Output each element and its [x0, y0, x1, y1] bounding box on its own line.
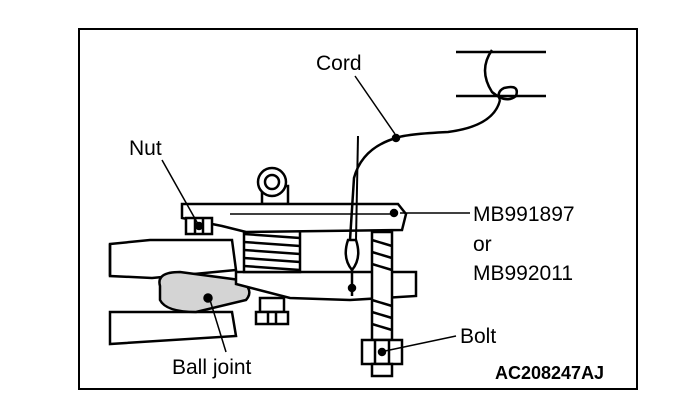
figure-id: AC208247AJ	[495, 363, 604, 383]
label-tool-alt: MB992011	[473, 262, 573, 285]
leader-cord	[354, 75, 396, 135]
label-nut: Nut	[129, 137, 162, 160]
label-tool-primary: MB991897	[473, 203, 575, 226]
label-bolt: Bolt	[460, 325, 496, 348]
tool-handle	[256, 166, 290, 206]
leader-bolt	[384, 335, 457, 352]
figure-frame	[78, 28, 638, 390]
tool-upper-bar	[180, 202, 408, 234]
label-cord: Cord	[316, 52, 362, 75]
lower-arm	[108, 310, 238, 346]
cord	[344, 49, 518, 296]
upper-arm	[108, 238, 238, 280]
nut	[184, 216, 214, 236]
leader-nut	[161, 159, 199, 225]
label-tool-or: or	[473, 233, 492, 256]
lower-stud	[254, 296, 290, 326]
upper-pipe	[456, 50, 546, 98]
ball-joint	[158, 270, 251, 314]
label-ball-joint: Ball joint	[172, 356, 252, 379]
tool-spring	[242, 224, 302, 274]
leader-lines	[161, 75, 470, 353]
leader-ball-joint	[209, 299, 227, 353]
bolt	[360, 230, 404, 378]
